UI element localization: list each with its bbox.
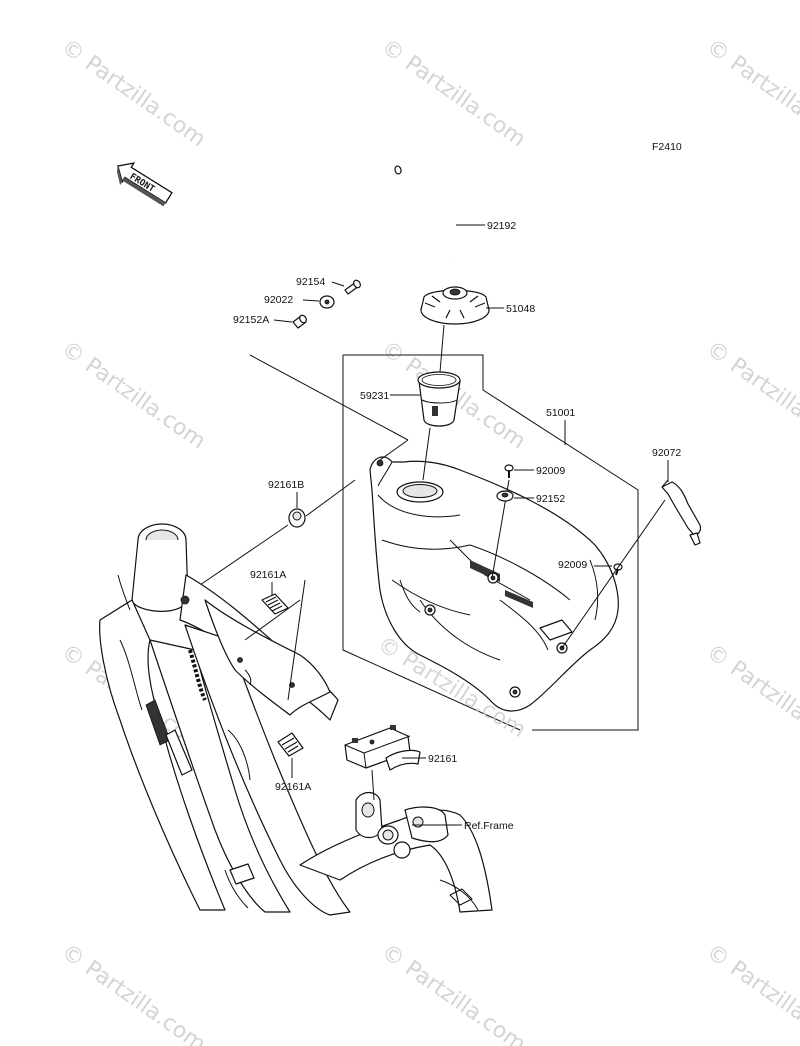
watermark-text: © Partzilla.com — [702, 336, 800, 454]
collar-part[interactable] — [292, 314, 308, 329]
fuel-cap-part[interactable] — [420, 286, 490, 325]
part-label-92192[interactable]: 92192 — [487, 220, 516, 232]
damper-cushion-part[interactable] — [385, 749, 421, 771]
part-label-92161[interactable]: 92161 — [428, 753, 457, 765]
leader-line — [273, 319, 293, 323]
bolt-part[interactable] — [344, 279, 362, 295]
leader-line — [199, 524, 289, 586]
watermark-text: © Partzilla.com — [57, 34, 210, 152]
part-label-92161A-upper[interactable]: 92161A — [250, 569, 286, 581]
leader-line — [561, 499, 666, 649]
leader-line — [302, 299, 320, 302]
front-arrow-icon: FRONT — [116, 162, 173, 207]
leader-line — [331, 281, 345, 287]
part-label-51001[interactable]: 51001 — [546, 407, 575, 419]
damper-part[interactable] — [288, 508, 306, 528]
part-label-92154[interactable]: 92154 — [296, 276, 325, 288]
part-label-92152[interactable]: 92152 — [536, 493, 565, 505]
diagram-id: F2410 — [652, 141, 682, 153]
part-label-92009-lower[interactable]: 92009 — [558, 559, 587, 571]
leader-line — [371, 769, 375, 801]
part-label-92152A[interactable]: 92152A — [233, 314, 269, 326]
bolt-part[interactable] — [613, 563, 623, 576]
strainer-part[interactable] — [417, 371, 461, 427]
leader-line — [305, 479, 356, 517]
part-label-92072[interactable]: 92072 — [652, 447, 681, 459]
collar-part[interactable] — [496, 490, 514, 502]
strap-part[interactable] — [661, 479, 702, 546]
part-label-59231[interactable]: 59231 — [360, 390, 389, 402]
watermark-text: © Partzilla.com — [702, 939, 800, 1046]
watermark-text: © Partzilla.com — [57, 336, 210, 454]
part-label-92022[interactable]: 92022 — [264, 294, 293, 306]
leader-line — [287, 579, 306, 701]
rubber-damper-part[interactable] — [277, 732, 304, 757]
part-label-51048[interactable]: 51048 — [506, 303, 535, 315]
leader-line — [244, 599, 301, 641]
side-cover-part[interactable] — [204, 599, 331, 716]
watermark-text: © Partzilla.com — [377, 34, 530, 152]
rubber-damper-part[interactable] — [261, 593, 289, 615]
watermark-text: © Partzilla.com — [702, 34, 800, 152]
part-label-92161A-lower[interactable]: 92161A — [275, 781, 311, 793]
part-label-ref-frame[interactable]: Ref.Frame — [464, 820, 514, 832]
watermark-text: © Partzilla.com — [702, 639, 800, 757]
hose-part[interactable] — [394, 165, 456, 259]
assembly-bracket-lines — [249, 324, 639, 731]
watermark-text: © Partzilla.com — [377, 939, 530, 1046]
fuel-tank-part[interactable] — [369, 456, 619, 712]
part-label-92161B[interactable]: 92161B — [268, 479, 304, 491]
washer-part[interactable] — [319, 295, 335, 309]
bolt-part[interactable] — [504, 464, 514, 478]
watermark-text: © Partzilla.com — [57, 939, 210, 1046]
part-label-92009-upper[interactable]: 92009 — [536, 465, 565, 477]
